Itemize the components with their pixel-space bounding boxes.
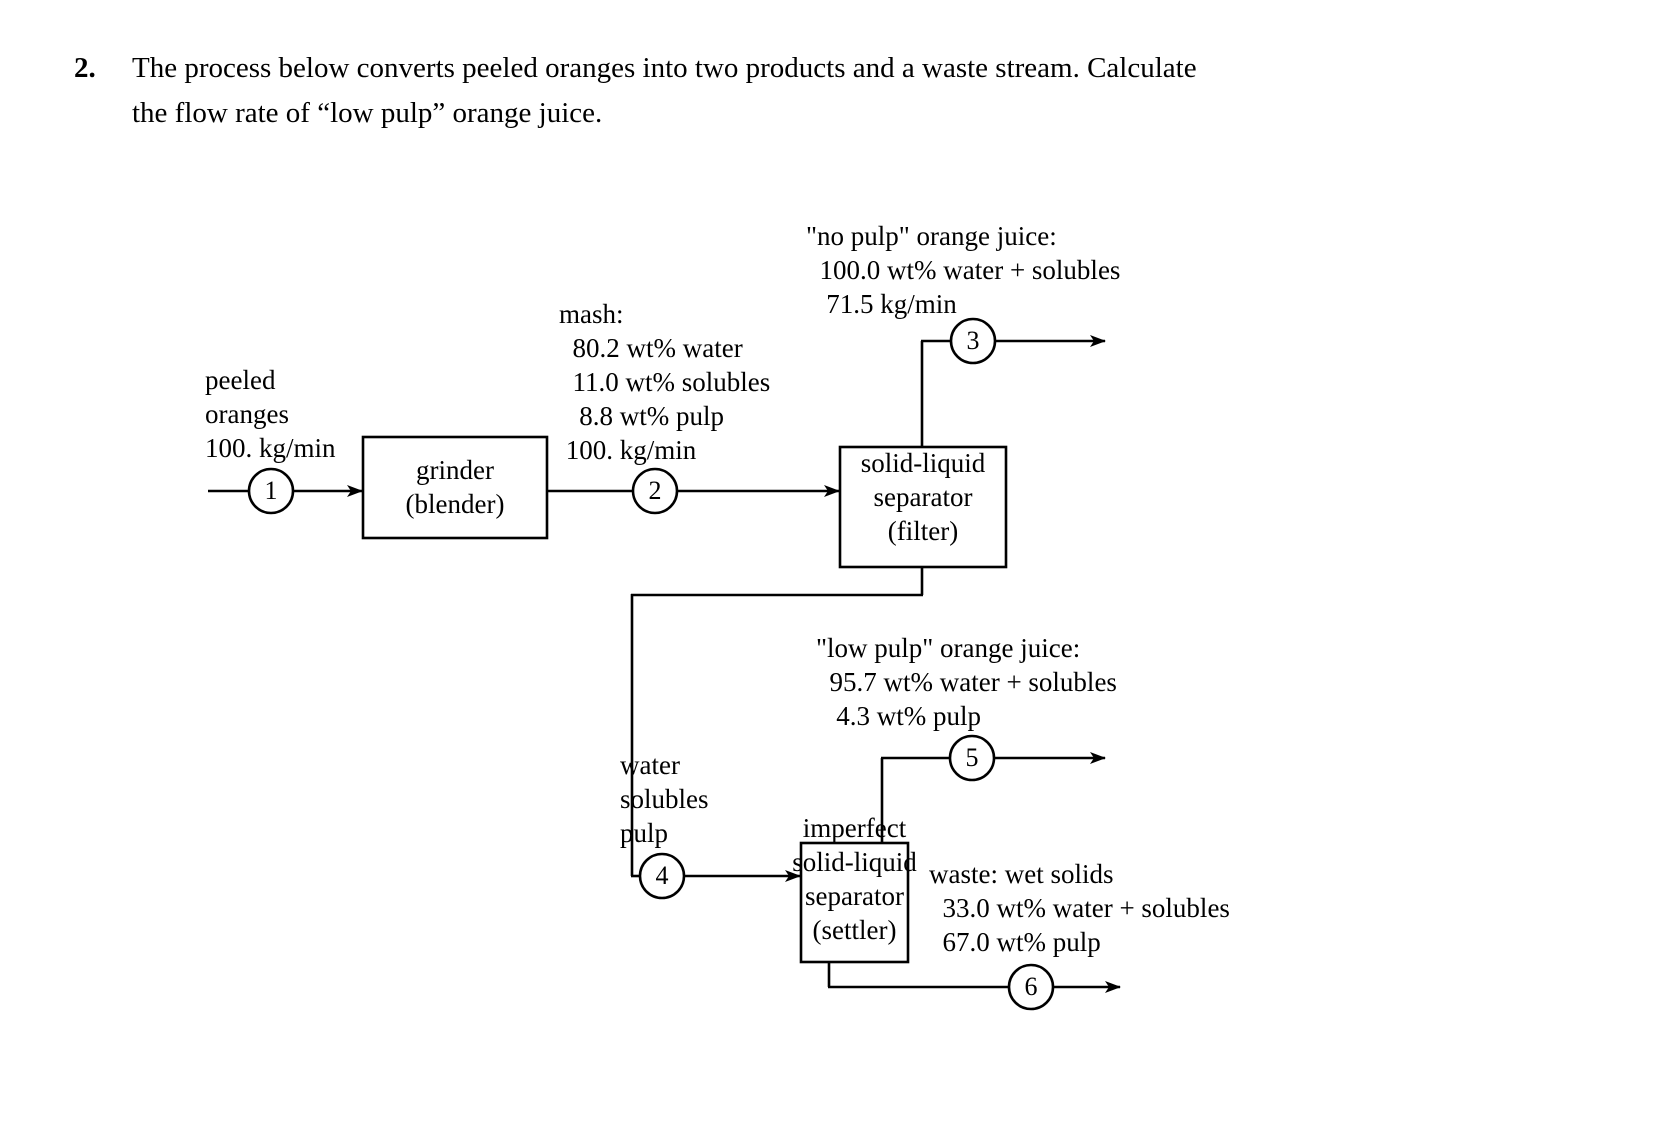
stream-2-number: 2: [648, 476, 662, 505]
stream-1-number: 1: [264, 476, 278, 505]
settler-label: imperfect solid-liquid separator (settle…: [792, 813, 917, 945]
stream-3-circle: [949, 317, 997, 365]
stream-2-circle: [631, 467, 679, 515]
stream-6-circle: [1007, 963, 1055, 1011]
grinder-box: [361, 435, 549, 540]
stream-5-number: 5: [965, 743, 979, 772]
stream-2-label: mash: 80.2 wt% water 11.0 wt% solubles 8…: [559, 299, 771, 465]
stream-1-label: peeled oranges 100. kg/min: [205, 365, 336, 463]
stream-6-label: waste: wet solids 33.0 wt% water + solub…: [929, 859, 1230, 957]
stream-5-circle: [948, 734, 996, 782]
stream-3-number: 3: [966, 326, 980, 355]
problem-text: The process below converts peeled orange…: [132, 52, 1197, 129]
settler-box: [799, 841, 910, 964]
stream-4-circle: [638, 852, 686, 900]
grinder-label: grinder (blender): [405, 455, 505, 519]
stream-1-circle: [247, 467, 295, 515]
stream-6-number: 6: [1024, 972, 1038, 1001]
problem-statement: 2. The process below converts peeled ora…: [74, 46, 1494, 136]
stream-4-number: 4: [655, 861, 669, 890]
stream-4-label: water solubles pulp: [620, 750, 709, 848]
stream-5-label: "low pulp" orange juice: 95.7 wt% water …: [816, 633, 1117, 731]
stream-3-label: "no pulp" orange juice: 100.0 wt% water …: [806, 221, 1121, 319]
problem-number: 2.: [74, 52, 96, 84]
filter-label: solid-liquid separator (filter): [860, 448, 986, 546]
